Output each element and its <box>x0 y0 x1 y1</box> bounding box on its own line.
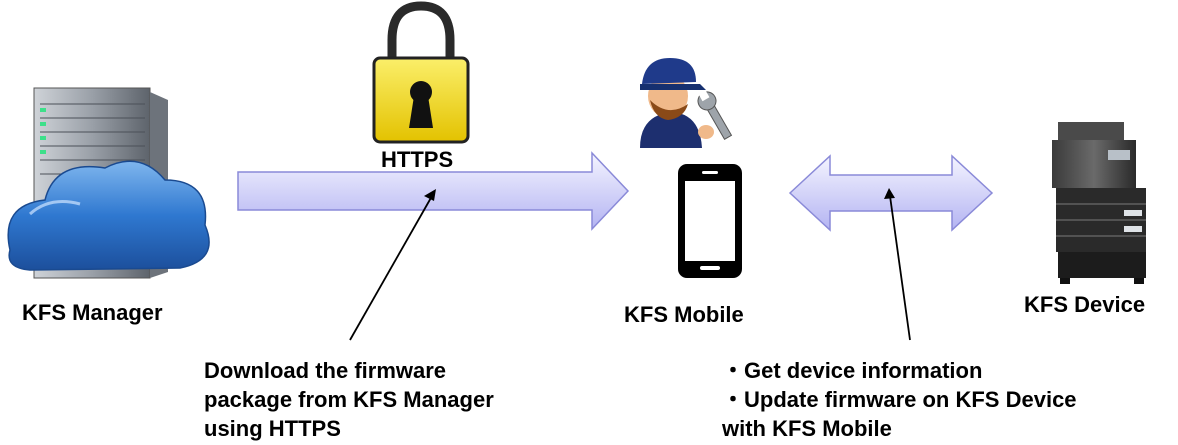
download-note-line: package from KFS Manager <box>204 387 494 412</box>
device-ops-note-line: with KFS Mobile <box>722 416 892 441</box>
padlock-icon <box>372 1 470 144</box>
device-ops-note: ・Get device information ・Update firmware… <box>722 356 1077 443</box>
download-note-line: using HTTPS <box>204 416 341 441</box>
smartphone-icon <box>678 164 742 278</box>
download-note: Download the firmware package from KFS M… <box>204 356 494 443</box>
device-ops-note-line: ・Update firmware on KFS Device <box>722 387 1077 412</box>
server-cloud-icon <box>7 87 210 279</box>
download-pointer-line <box>349 195 433 341</box>
printer-icon <box>1052 122 1146 284</box>
download-pointer-head <box>424 189 436 201</box>
device-ops-note-line: ・Get device information <box>722 358 983 383</box>
device-ops-pointer-head <box>884 188 895 199</box>
download-note-line: Download the firmware <box>204 358 447 383</box>
kfs-manager-label: KFS Manager <box>22 300 163 325</box>
kfs-device-label: KFS Device <box>1024 292 1146 317</box>
technician-icon <box>640 58 733 148</box>
kfs-mobile-label: KFS Mobile <box>624 302 744 327</box>
device-ops-pointer-line <box>889 195 911 341</box>
https-label: HTTPS <box>381 147 454 172</box>
